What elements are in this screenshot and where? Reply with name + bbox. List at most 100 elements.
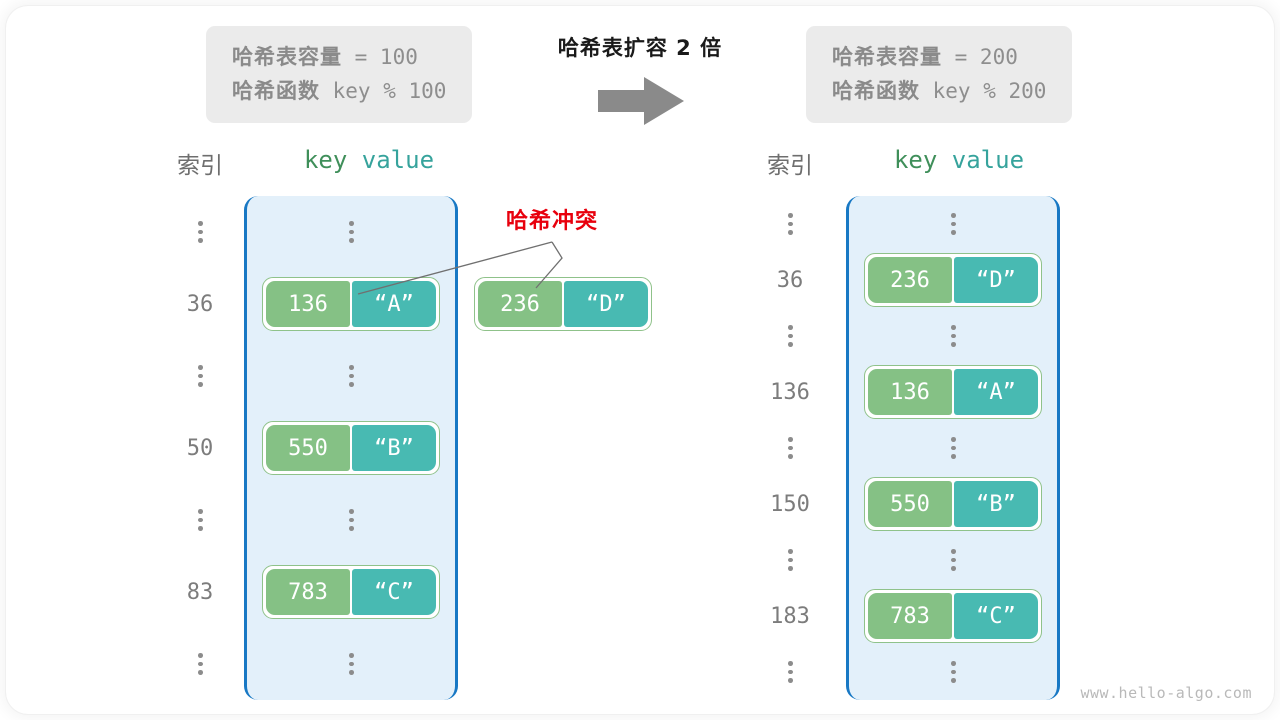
arrow-right-icon [598, 77, 684, 125]
ellipsis-icon [348, 509, 354, 532]
table-row[interactable]: 136“A” [849, 364, 1057, 420]
index-value: 83 [186, 579, 214, 605]
entry-value: “C” [352, 569, 436, 615]
function-line-after: 哈希函数 key % 200 [832, 74, 1046, 108]
header-value-before: value [361, 146, 435, 174]
index-cell-row: 150 [762, 476, 818, 532]
table-row[interactable]: 783“C” [849, 588, 1057, 644]
ellipsis-icon [197, 509, 203, 532]
hash-table-before: 36 50 83 136“A” 550“B” 783“C” [172, 196, 458, 700]
ellipsis-icon [348, 365, 354, 388]
index-cell-row: 83 [172, 556, 228, 628]
entry-key: 783 [266, 569, 350, 615]
index-column: 36 50 83 [172, 196, 228, 700]
header-keyvalue-after: key value [864, 146, 1054, 174]
header-key-after: key [893, 146, 938, 174]
ellipsis-icon [950, 437, 956, 460]
table-row[interactable]: 550“B” [849, 476, 1057, 532]
ellipsis-icon [787, 325, 793, 348]
table-row-ellipsis [247, 340, 455, 412]
entry-bucket[interactable]: 783“C” [864, 589, 1042, 643]
entry-key: 136 [868, 369, 952, 415]
index-value: 36 [776, 267, 804, 293]
info-box-before: 哈希表容量 = 100 哈希函数 key % 100 [206, 26, 473, 124]
ellipsis-icon [197, 653, 203, 676]
index-cell-row [762, 308, 818, 364]
header-keyvalue-before: key value [274, 146, 464, 174]
collision-label: 哈希冲突 [505, 209, 598, 234]
entry-bucket[interactable]: 550“B” [864, 477, 1042, 531]
table-row[interactable]: 550“B” [247, 412, 455, 484]
entry-value: “B” [352, 425, 436, 471]
entry-bucket[interactable]: 236“D” [864, 253, 1042, 307]
entry-key: 550 [868, 481, 952, 527]
entry-bucket[interactable]: 136“A” [864, 365, 1042, 419]
index-cell-row: 36 [762, 252, 818, 308]
table-row[interactable]: 136“A” [247, 268, 455, 340]
function-label-before: 哈希函数 [232, 79, 320, 104]
index-cell-row: 36 [172, 268, 228, 340]
capacity-expr-after: = 200 [942, 45, 1018, 69]
function-expr-before: key % 100 [320, 79, 447, 104]
index-cell-row [172, 340, 228, 412]
capacity-line-before: 哈希表容量 = 100 [232, 40, 446, 74]
entry-key: 236 [868, 257, 952, 303]
ellipsis-icon [787, 213, 793, 236]
entry-key: 783 [868, 593, 952, 639]
index-cell-row [762, 196, 818, 252]
ellipsis-icon [787, 437, 793, 460]
index-cell-row [762, 532, 818, 588]
table-row-ellipsis [849, 196, 1057, 252]
table-row-ellipsis [247, 628, 455, 700]
watermark: www.hello-algo.com [1080, 684, 1252, 702]
table-row[interactable]: 236“D” [849, 252, 1057, 308]
index-cell-row [172, 484, 228, 556]
capacity-expr-before: = 100 [342, 45, 418, 69]
entry-value: “A” [352, 281, 436, 327]
bucket-column: 136“A” 550“B” 783“C” [244, 196, 458, 700]
index-cell-row [172, 196, 228, 268]
index-value: 50 [186, 435, 214, 461]
ellipsis-icon [950, 549, 956, 572]
index-cell-row [762, 644, 818, 700]
entry-bucket[interactable]: 550“B” [262, 421, 440, 475]
table-row-ellipsis [247, 196, 455, 268]
capacity-label-after: 哈希表容量 [832, 45, 942, 69]
header-value-after: value [951, 146, 1025, 174]
function-expr-after: key % 200 [920, 79, 1047, 104]
entry-value: “A” [954, 369, 1038, 415]
colliding-entry-key: 236 [478, 281, 562, 327]
info-box-after: 哈希表容量 = 200 哈希函数 key % 200 [806, 26, 1073, 124]
index-cell-row: 183 [762, 588, 818, 644]
index-cell-row [762, 420, 818, 476]
entry-value: “B” [954, 481, 1038, 527]
function-line-before: 哈希函数 key % 100 [232, 74, 446, 108]
ellipsis-icon [950, 325, 956, 348]
table-row-ellipsis [849, 308, 1057, 364]
index-value: 136 [770, 379, 810, 405]
ellipsis-icon [348, 653, 354, 676]
header-index-before: 索引 [177, 153, 223, 179]
table-row-ellipsis [849, 532, 1057, 588]
entry-key: 550 [266, 425, 350, 471]
ellipsis-icon [787, 549, 793, 572]
table-row[interactable]: 783“C” [247, 556, 455, 628]
ellipsis-icon [348, 221, 354, 244]
capacity-label-before: 哈希表容量 [232, 45, 342, 69]
capacity-line-after: 哈希表容量 = 200 [832, 40, 1046, 74]
table-row-ellipsis [849, 644, 1057, 700]
header-index-after: 索引 [767, 153, 813, 179]
ellipsis-icon [950, 213, 956, 236]
ellipsis-icon [787, 661, 793, 684]
entry-bucket[interactable]: 136“A” [262, 277, 440, 331]
function-label-after: 哈希函数 [832, 79, 920, 104]
entry-value: “D” [954, 257, 1038, 303]
entry-bucket[interactable]: 783“C” [262, 565, 440, 619]
ellipsis-icon [197, 221, 203, 244]
ellipsis-icon [950, 661, 956, 684]
colliding-entry-bucket[interactable]: 236 “D” [474, 277, 652, 331]
table-row-ellipsis [849, 420, 1057, 476]
colliding-entry-value: “D” [564, 281, 648, 327]
